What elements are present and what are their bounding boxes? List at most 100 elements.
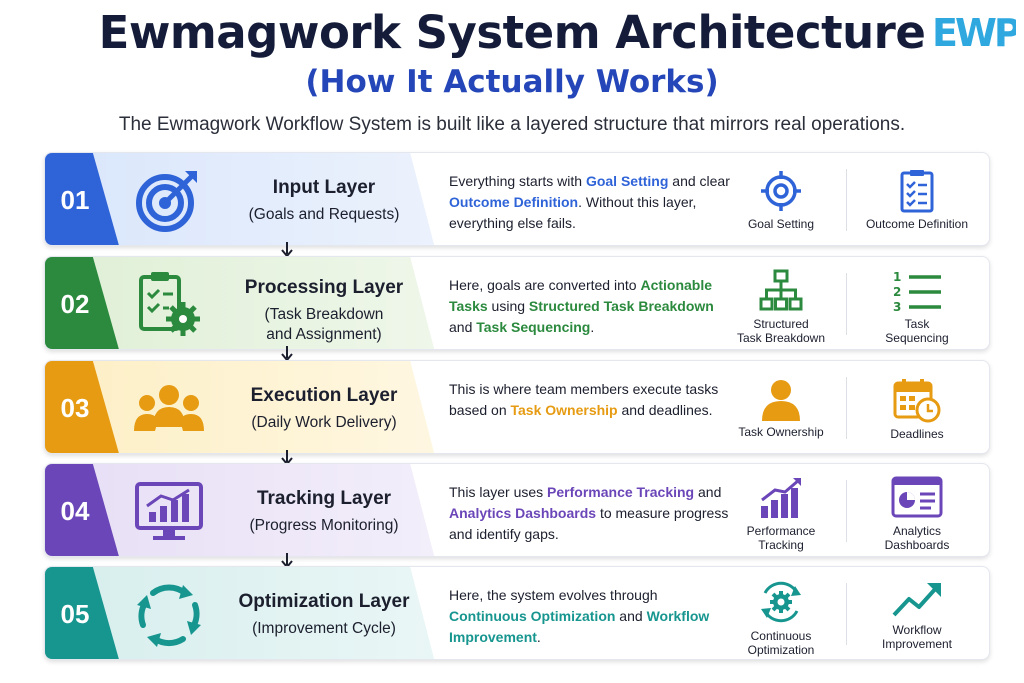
trend-up-icon — [857, 579, 977, 619]
description-text: using — [487, 298, 529, 314]
layer-subtitle: (Goals and Requests) — [213, 205, 435, 225]
hierarchy-icon — [721, 269, 841, 313]
layer-subtitle-line: (Task Breakdown — [264, 306, 384, 323]
feature-divider — [846, 169, 847, 231]
feature-calendar-clock: Deadlines — [857, 377, 977, 441]
feature-label: Deadlines — [857, 427, 977, 441]
layer-subtitle-line: and Assignment) — [266, 326, 382, 343]
highlight-term: Continuous Optimization — [449, 608, 616, 624]
feature-crosshair: Goal Setting — [721, 169, 841, 231]
layer-row-3: 03 Execution Layer (Daily Work Delivery)… — [44, 360, 990, 454]
layer-subtitle: (Progress Monitoring) — [213, 516, 435, 536]
layer-row-1: 01 Input Layer (Goals and Requests) Ever… — [44, 152, 990, 246]
highlight-term: Actionable Tasks — [449, 277, 713, 314]
description-text: . — [590, 319, 595, 335]
dashboard-icon — [857, 476, 977, 520]
feature-divider — [846, 583, 847, 645]
description-text: . Without this layer, everything else fa… — [449, 194, 697, 231]
feature-person: Task Ownership — [721, 377, 841, 439]
feature-label-line: Structured — [753, 317, 809, 331]
highlight-term: Analytics Dashboards — [449, 505, 597, 521]
highlight-term: Workflow Improvement — [449, 608, 710, 645]
svg-text:3: 3 — [893, 300, 901, 313]
feature-label-line: Sequencing — [885, 331, 949, 345]
feature-label-line: Task — [904, 317, 930, 331]
highlight-term: Goal Setting — [585, 173, 669, 189]
layer-title: Input Layer — [272, 177, 376, 198]
description-text: Everything starts with — [449, 173, 586, 189]
description-text: . — [536, 629, 541, 645]
layer-subtitle: (Daily Work Delivery) — [213, 413, 435, 433]
feature-label-line: Task Ownership — [738, 425, 824, 439]
layer-subtitle-line: (Progress Monitoring) — [249, 517, 399, 534]
layer-subtitle-line: (Daily Work Delivery) — [251, 414, 397, 431]
target-icon — [133, 165, 205, 235]
layer-title: Execution Layer — [250, 385, 398, 406]
logo-text: EWP — [932, 11, 1016, 52]
feature-label: Outcome Definition — [857, 217, 977, 231]
svg-text:1: 1 — [893, 270, 901, 284]
layer-title: Tracking Layer — [256, 488, 392, 509]
gear-cycle-icon — [721, 579, 841, 625]
description-text: and deadlines. — [617, 402, 713, 418]
layer-description: Everything starts with Goal Setting and … — [449, 171, 739, 234]
feature-clipboard-checklist: Outcome Definition — [857, 169, 977, 231]
layer-band — [45, 464, 435, 556]
crosshair-icon — [721, 169, 841, 213]
description-text: and — [449, 319, 477, 335]
layer-description: This layer uses Performance Tracking and… — [449, 482, 739, 545]
page-subtitle: (How It Actually Works) — [305, 64, 719, 100]
feature-label-line: Goal Setting — [747, 217, 815, 231]
layer-description: Here, the system evolves through Continu… — [449, 585, 739, 648]
feature-label-line: Task Breakdown — [736, 331, 826, 345]
feature-divider — [846, 480, 847, 542]
clipboard-gear-icon — [133, 269, 205, 339]
bar-chart-trend-icon — [721, 476, 841, 520]
layer-row-4: 04 Tracking Layer (Progress Monitoring) … — [44, 463, 990, 557]
person-icon — [721, 377, 841, 421]
layer-subtitle: (Improvement Cycle) — [213, 619, 435, 639]
feature-label-line: Performance — [746, 524, 816, 538]
layer-subtitle-line: (Improvement Cycle) — [252, 620, 396, 637]
feature-label-line: Dashboards — [884, 538, 950, 552]
layer-number: 02 — [60, 289, 90, 319]
feature-label-line: Outcome Definition — [865, 217, 969, 231]
layer-description: Here, goals are converted into Actionabl… — [449, 275, 739, 338]
calendar-clock-icon — [857, 377, 977, 423]
description-text: Here, goals are converted into — [449, 277, 641, 293]
feature-label-line: Analytics — [892, 524, 942, 538]
team-icon — [133, 373, 205, 443]
highlight-term: Task Ownership — [510, 402, 618, 418]
monitor-chart-icon — [133, 476, 205, 546]
layer-row-5: 05 Optimization Layer (Improvement Cycle… — [44, 566, 990, 660]
layer-description: This is where team members execute tasks… — [449, 379, 739, 421]
description-text: and — [694, 484, 722, 500]
highlight-term: Outcome Definition — [449, 194, 579, 210]
feature-label: Task Ownership — [721, 425, 841, 439]
feature-label-line: Continuous — [750, 629, 812, 643]
layer-band — [45, 361, 435, 453]
down-arrow-icon — [280, 241, 294, 258]
layer-subtitle-line: (Goals and Requests) — [248, 206, 400, 223]
cycle-arrows-icon — [133, 579, 205, 649]
page-title: Ewmagwork System Architecture — [98, 6, 926, 59]
description-text: This is where team members execute tasks… — [449, 381, 719, 418]
feature-divider — [846, 377, 847, 439]
brand-logo: EWP — [932, 11, 1016, 52]
description-text: Here, the system evolves through — [449, 587, 658, 603]
description-text: to measure progress and identify gaps. — [449, 505, 729, 542]
feature-label: Goal Setting — [721, 217, 841, 231]
layer-number: 04 — [60, 496, 90, 526]
